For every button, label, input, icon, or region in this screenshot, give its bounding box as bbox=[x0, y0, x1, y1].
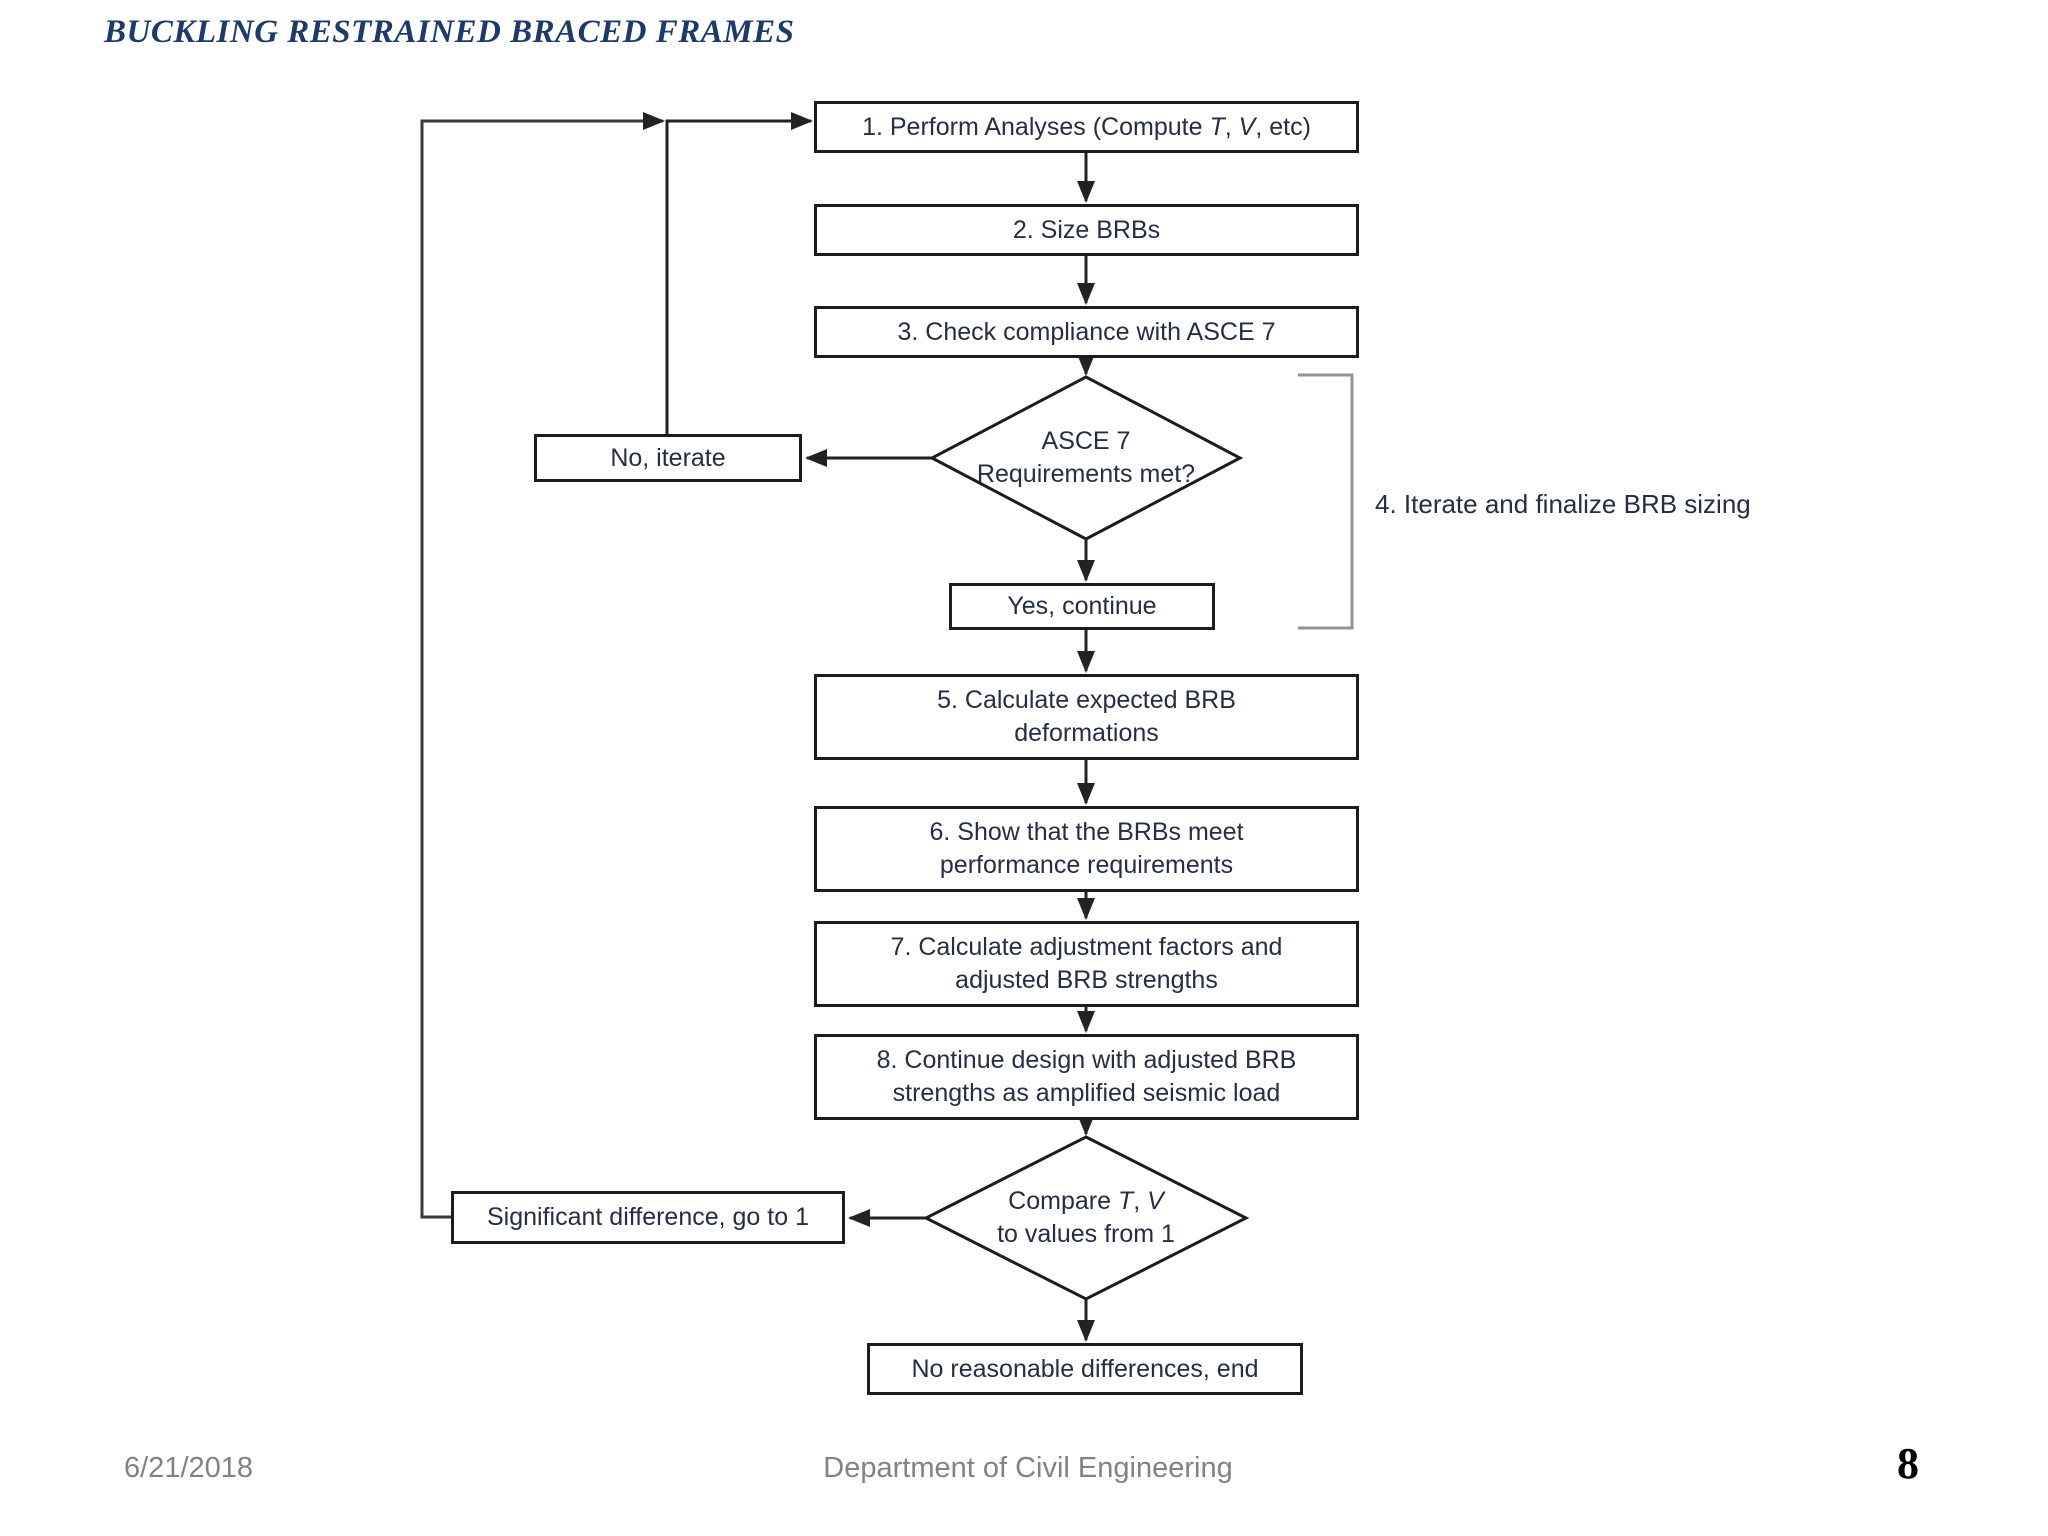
no-diff-label: No reasonable differences, end bbox=[911, 1354, 1259, 1383]
loop-sig-diff-to-box1 bbox=[420, 112, 665, 1219]
no-iterate-label: No, iterate bbox=[610, 443, 726, 472]
step6-box: 6. Show that the BRBs meet performance r… bbox=[814, 806, 1359, 892]
step7-box: 7. Calculate adjustment factors and adju… bbox=[814, 921, 1359, 1007]
diamond2-line1: Compare T, V bbox=[1008, 1187, 1164, 1215]
sig-diff-label: Significant difference, go to 1 bbox=[487, 1203, 809, 1231]
diamond2-line2: to values from 1 bbox=[997, 1220, 1175, 1248]
sig-diff-box: Significant difference, go to 1 bbox=[451, 1191, 845, 1244]
step6-line2: performance requirements bbox=[939, 851, 1234, 879]
footer-page-number: 8 bbox=[1897, 1439, 1919, 1488]
step8-line1: 8. Continue design with adjusted BRB bbox=[876, 1046, 1297, 1074]
step8-line2: strengths as amplified seismic load bbox=[892, 1079, 1281, 1107]
decision-diamond-asce7 bbox=[928, 375, 1244, 541]
step3-label: 3. Check compliance with ASCE 7 bbox=[897, 317, 1276, 346]
step1-label: 1. Perform Analyses (Compute T, V, etc) bbox=[862, 112, 1311, 141]
diamond1-text: ASCE 7 Requirements met? bbox=[932, 418, 1240, 498]
loop-no-iterate-to-box1 bbox=[665, 112, 813, 434]
step2-box: 2. Size BRBs bbox=[814, 204, 1359, 256]
step5-line1: 5. Calculate expected BRB bbox=[937, 686, 1236, 714]
diamond2-text: Compare T, V to values from 1 bbox=[926, 1178, 1246, 1258]
no-iterate-box: No, iterate bbox=[534, 434, 802, 482]
footer-department: Department of Civil Engineering bbox=[823, 1452, 1233, 1484]
slide-title: BUCKLING RESTRAINED BRACED FRAMES bbox=[104, 14, 795, 50]
step5-box: 5. Calculate expected BRB deformations bbox=[814, 674, 1359, 760]
iterate-note-label: 4. Iterate and finalize BRB sizing bbox=[1375, 489, 1751, 519]
step5-line2: deformations bbox=[1014, 719, 1159, 747]
step8-box: 8. Continue design with adjusted BRB str… bbox=[814, 1034, 1359, 1120]
footer-date: 6/21/2018 bbox=[124, 1452, 254, 1484]
no-diff-box: No reasonable differences, end bbox=[867, 1343, 1303, 1395]
step7-line1: 7. Calculate adjustment factors and bbox=[890, 933, 1283, 961]
yes-continue-box: Yes, continue bbox=[949, 583, 1215, 630]
diamond1-line1: ASCE 7 bbox=[1041, 427, 1131, 455]
step6-line1: 6. Show that the BRBs meet bbox=[929, 818, 1244, 846]
step1-box: 1. Perform Analyses (Compute T, V, etc) bbox=[814, 101, 1359, 153]
decision-diamond-compare bbox=[922, 1135, 1250, 1301]
yes-continue-label: Yes, continue bbox=[1007, 592, 1157, 620]
step3-box: 3. Check compliance with ASCE 7 bbox=[814, 306, 1359, 358]
diamond1-line2: Requirements met? bbox=[976, 460, 1196, 488]
step7-line2: adjusted BRB strengths bbox=[955, 966, 1218, 994]
step2-label: 2. Size BRBs bbox=[1012, 215, 1161, 244]
iterate-bracket bbox=[1298, 373, 1354, 630]
